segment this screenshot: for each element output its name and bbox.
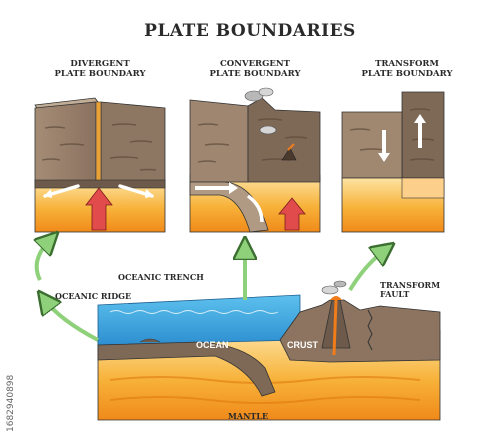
transform-panel [341,91,445,233]
connector-arrows [37,240,385,342]
convergent-panel [189,87,321,233]
divergent-label: DIVERGENT PLATE BOUNDARY [54,59,146,79]
transform-label: TRANSFORM PLATE BOUNDARY [361,59,453,79]
oceanic-trench-label: OCEANIC TRENCH [118,272,204,282]
cross-section [97,280,441,421]
crust-label: CRUST [287,340,318,350]
transform-fault-label: TRANSFORM FAULT [380,280,441,300]
convergent-label: CONVERGENT PLATE BOUNDARY [209,59,301,79]
stock-id: 1682940898 [6,374,16,432]
ocean-label: OCEAN [196,340,229,350]
mantle-label: MANTLE [228,411,269,421]
divergent-panel [34,97,166,233]
oceanic-ridge-label: OCEANIC RIDGE [55,291,132,301]
page-title: PLATE BOUNDARIES [144,21,356,41]
